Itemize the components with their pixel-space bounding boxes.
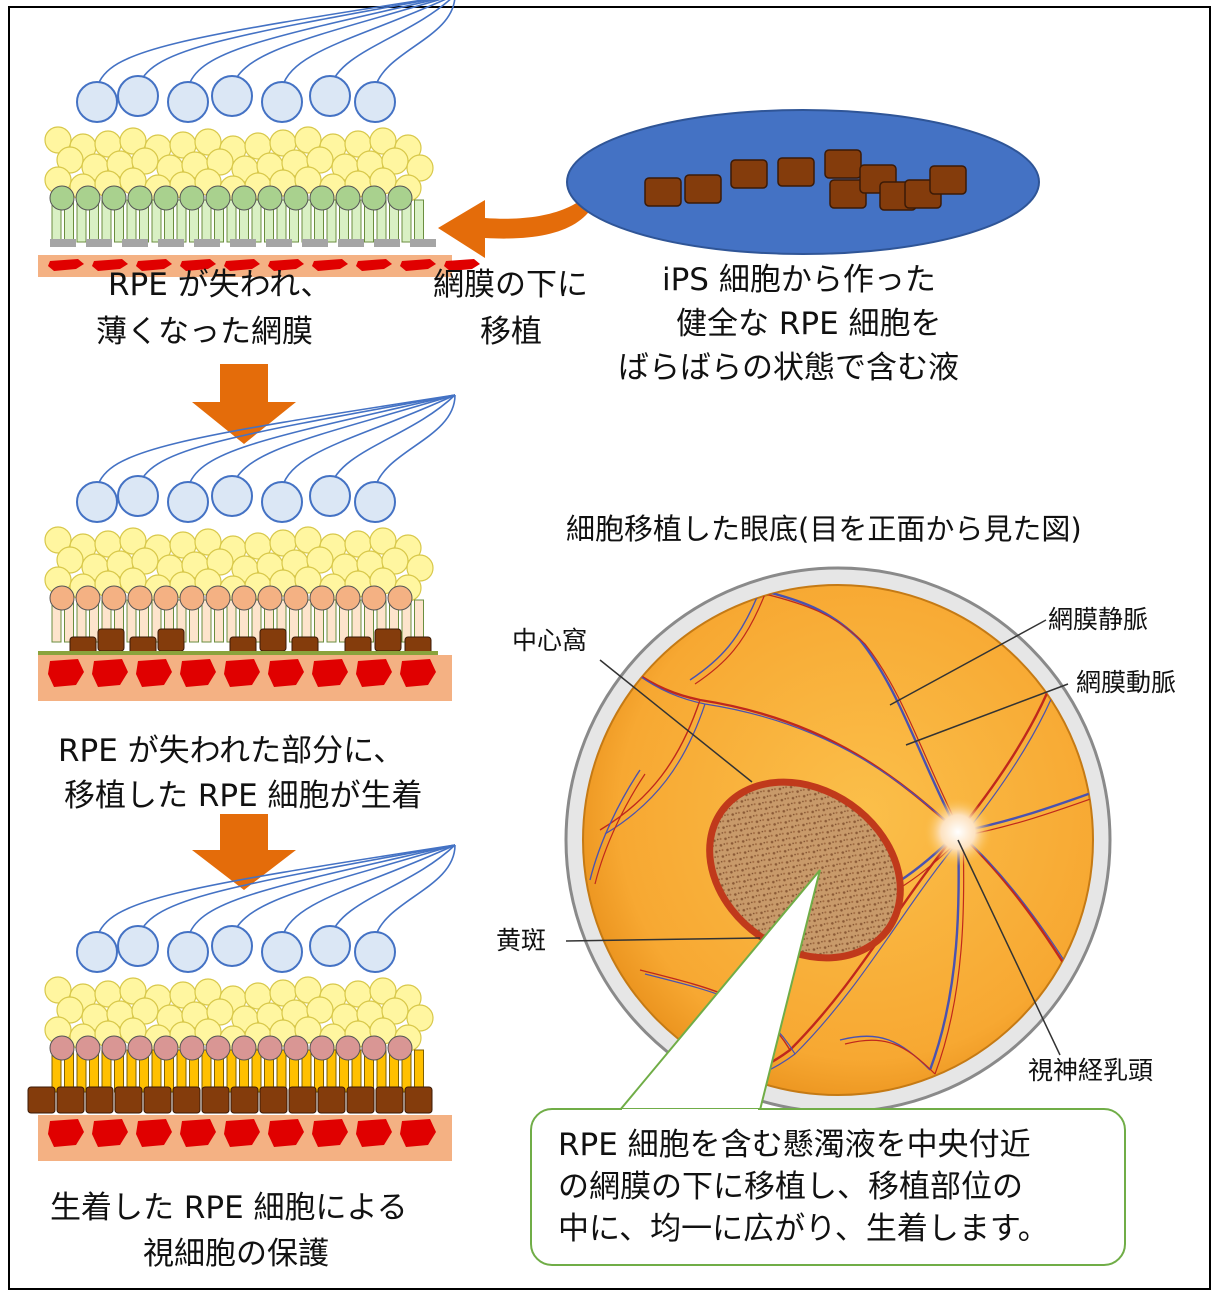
callout-pointer-mask (0, 0, 1219, 1292)
